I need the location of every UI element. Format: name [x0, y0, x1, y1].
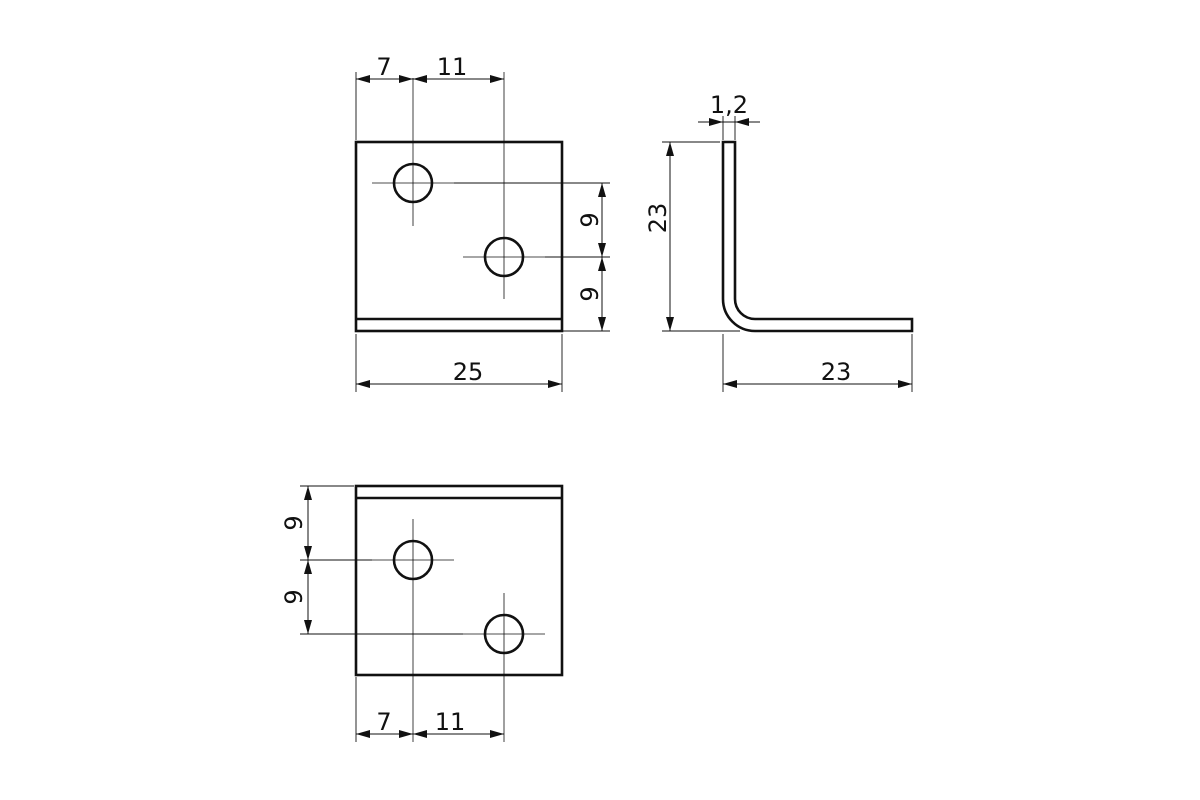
side-view-profile	[721, 140, 914, 333]
bottom-dim-hole-y-spacing-1: 9	[280, 486, 312, 560]
top-dim-hole-y-spacing-1: 9	[576, 183, 606, 257]
side-view: 1,2 23 23	[644, 91, 914, 392]
top-dim-25-label: 25	[453, 358, 484, 386]
top-dim-9a-label: 9	[576, 212, 604, 227]
top-dim-hole-x-spacing: 11	[413, 53, 504, 83]
top-view: 7 11 9 9 25	[354, 53, 610, 392]
top-dim-hole-y-spacing-2: 9	[576, 257, 606, 331]
bottom-view-plate-outline	[354, 484, 564, 677]
top-view-center-lines	[372, 72, 545, 299]
top-dim-7-label: 7	[376, 53, 391, 81]
top-view-extension-lines	[355, 72, 610, 392]
bottom-dim-7-label: 7	[376, 708, 391, 736]
side-dim-23-height-label: 23	[644, 203, 672, 234]
side-dim-1-2-label: 1,2	[710, 91, 748, 119]
top-dim-11-label: 11	[437, 53, 468, 81]
bottom-dim-hole-y-spacing-2: 9	[280, 560, 312, 634]
side-dim-length: 23	[723, 358, 912, 388]
bottom-dim-11-label: 11	[435, 708, 466, 736]
side-dim-thickness: 1,2	[698, 91, 760, 126]
bottom-view: 9 9 7 11	[280, 484, 564, 742]
side-view-extension-lines	[662, 116, 913, 392]
bottom-dim-9b-label: 9	[280, 589, 308, 604]
top-dim-hole-x-offset: 7	[356, 53, 413, 83]
bottom-view-extension-lines	[300, 485, 463, 742]
side-dim-height: 23	[644, 142, 674, 331]
bottom-dim-hole-x-offset: 7	[356, 708, 413, 738]
bottom-view-center-lines	[372, 519, 545, 742]
bottom-dim-9a-label: 9	[280, 515, 308, 530]
top-dim-9b-label: 9	[576, 286, 604, 301]
top-view-plate-outline	[354, 140, 564, 333]
side-dim-23-length-label: 23	[821, 358, 852, 386]
top-dim-width: 25	[356, 358, 562, 388]
bottom-dim-hole-x-spacing: 11	[413, 708, 504, 738]
